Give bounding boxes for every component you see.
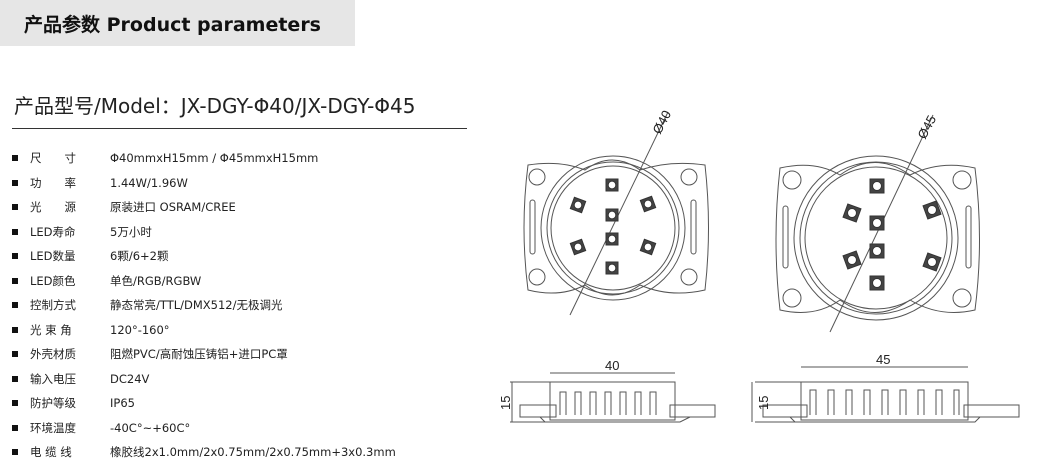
spec-value: 橡胶线2x1.0mm/2x0.75mm/2x0.75mm+3x0.3mm <box>110 445 396 460</box>
led-chip-icon <box>605 178 619 192</box>
spec-label: LED颜色 <box>30 273 76 288</box>
led-chip-icon <box>842 203 862 223</box>
spec-value: 1.44W/1.96W <box>110 175 188 190</box>
model-title: 产品型号/Model：JX-DGY-Φ40/JX-DGY-Φ45 <box>14 94 416 118</box>
bullet-icon <box>12 326 18 333</box>
spec-row: 光 源 原装进口 OSRAM/CREE <box>12 195 396 220</box>
led-chip-icon <box>569 196 587 214</box>
spec-label: 控制方式 <box>30 298 76 313</box>
led-chip-icon <box>869 215 885 231</box>
dim-w45: 45 <box>876 352 890 367</box>
spec-label: 环境温度 <box>30 420 76 435</box>
spec-row: 输入电压 DC24V <box>12 367 396 392</box>
spec-row: 电 缆 线 橡胶线2x1.0mm/2x0.75mm/2x0.75mm+3x0.3m… <box>12 440 396 465</box>
bullet-icon <box>12 277 18 284</box>
spec-value: 阻燃PVC/高耐蚀压铸铝+进口PC罩 <box>110 347 288 362</box>
spec-row: 尺 寸 Φ40mmxH15mm / Φ45mmxH15mm <box>12 146 396 171</box>
led-chip-icon <box>639 195 657 213</box>
spec-label: 尺 寸 <box>30 151 76 166</box>
led-chip-icon <box>605 208 619 222</box>
dim-w40: 40 <box>605 358 619 373</box>
led-chip-icon <box>639 238 657 256</box>
bullet-icon <box>12 179 18 186</box>
spec-value: 120°-160° <box>110 322 170 337</box>
spec-row: 环境温度 -40C°~+60C° <box>12 416 396 441</box>
side-view-40 <box>510 372 716 423</box>
spec-label: 防护等级 <box>30 396 76 411</box>
bullet-icon <box>12 351 18 358</box>
bullet-icon <box>12 302 18 309</box>
led-chip-icon <box>869 275 885 291</box>
section-header: 产品参数 Product parameters <box>0 0 355 46</box>
led-chip-icon <box>922 252 942 272</box>
led-chip-icon <box>869 178 885 194</box>
bullet-icon <box>12 375 18 382</box>
spec-value: Φ40mmxH15mm / Φ45mmxH15mm <box>110 151 319 166</box>
dim-h15b: 15 <box>756 396 771 410</box>
bullet-icon <box>12 424 18 431</box>
led-chip-icon <box>605 261 619 275</box>
spec-row: 防护等级 IP65 <box>12 391 396 416</box>
bullet-icon <box>12 155 18 162</box>
spec-row: 外壳材质 阻燃PVC/高耐蚀压铸铝+进口PC罩 <box>12 342 396 367</box>
spec-value: -40C°~+60C° <box>110 420 191 435</box>
spec-row: LED数量 6颗/6+2颗 <box>12 244 396 269</box>
spec-row: 控制方式 静态常亮/TTL/DMX512/无极调光 <box>12 293 396 318</box>
dim-h15a: 15 <box>498 396 513 410</box>
spec-label: 功 率 <box>30 175 76 190</box>
led-chip-icon <box>922 200 942 220</box>
side-view-45 <box>751 366 1020 423</box>
spec-label: 电 缆 线 <box>30 445 72 460</box>
led-chip-icon <box>869 243 885 259</box>
bullet-icon <box>12 228 18 235</box>
top-view-40 <box>523 111 709 316</box>
spec-row: LED寿命 5万小时 <box>12 220 396 245</box>
spec-value: DC24V <box>110 371 150 386</box>
bullet-icon <box>12 449 18 456</box>
led-chip-icon <box>605 232 619 246</box>
spec-value: 原装进口 OSRAM/CREE <box>110 200 236 215</box>
led-chip-icon <box>842 250 862 270</box>
spec-label: LED寿命 <box>30 224 76 239</box>
spec-label: 输入电压 <box>30 371 76 386</box>
spec-value: IP65 <box>110 396 135 411</box>
spec-label: 光 束 角 <box>30 322 72 337</box>
spec-label: 光 源 <box>30 200 76 215</box>
dim-d40: Ø40 <box>649 108 674 137</box>
spec-value: 5万小时 <box>110 224 152 239</box>
bullet-icon <box>12 253 18 260</box>
bullet-icon <box>12 204 18 211</box>
spec-label: 外壳材质 <box>30 347 76 362</box>
divider <box>12 128 467 129</box>
spec-list: 尺 寸 Φ40mmxH15mm / Φ45mmxH15mm 功 率 1.44W/1.9… <box>12 146 396 465</box>
spec-value: 静态常亮/TTL/DMX512/无极调光 <box>110 298 283 313</box>
section-title: 产品参数 Product parameters <box>24 14 321 36</box>
led-chip-icon <box>569 238 587 256</box>
dim-d45: Ø45 <box>914 113 939 142</box>
spec-row: 光 束 角 120°-160° <box>12 318 396 343</box>
spec-label: LED数量 <box>30 249 76 264</box>
spec-value: 单色/RGB/RGBW <box>110 273 202 288</box>
bullet-icon <box>12 400 18 407</box>
spec-value: 6颗/6+2颗 <box>110 249 169 264</box>
spec-row: LED颜色 单色/RGB/RGBW <box>12 269 396 294</box>
spec-row: 功 率 1.44W/1.96W <box>12 171 396 196</box>
